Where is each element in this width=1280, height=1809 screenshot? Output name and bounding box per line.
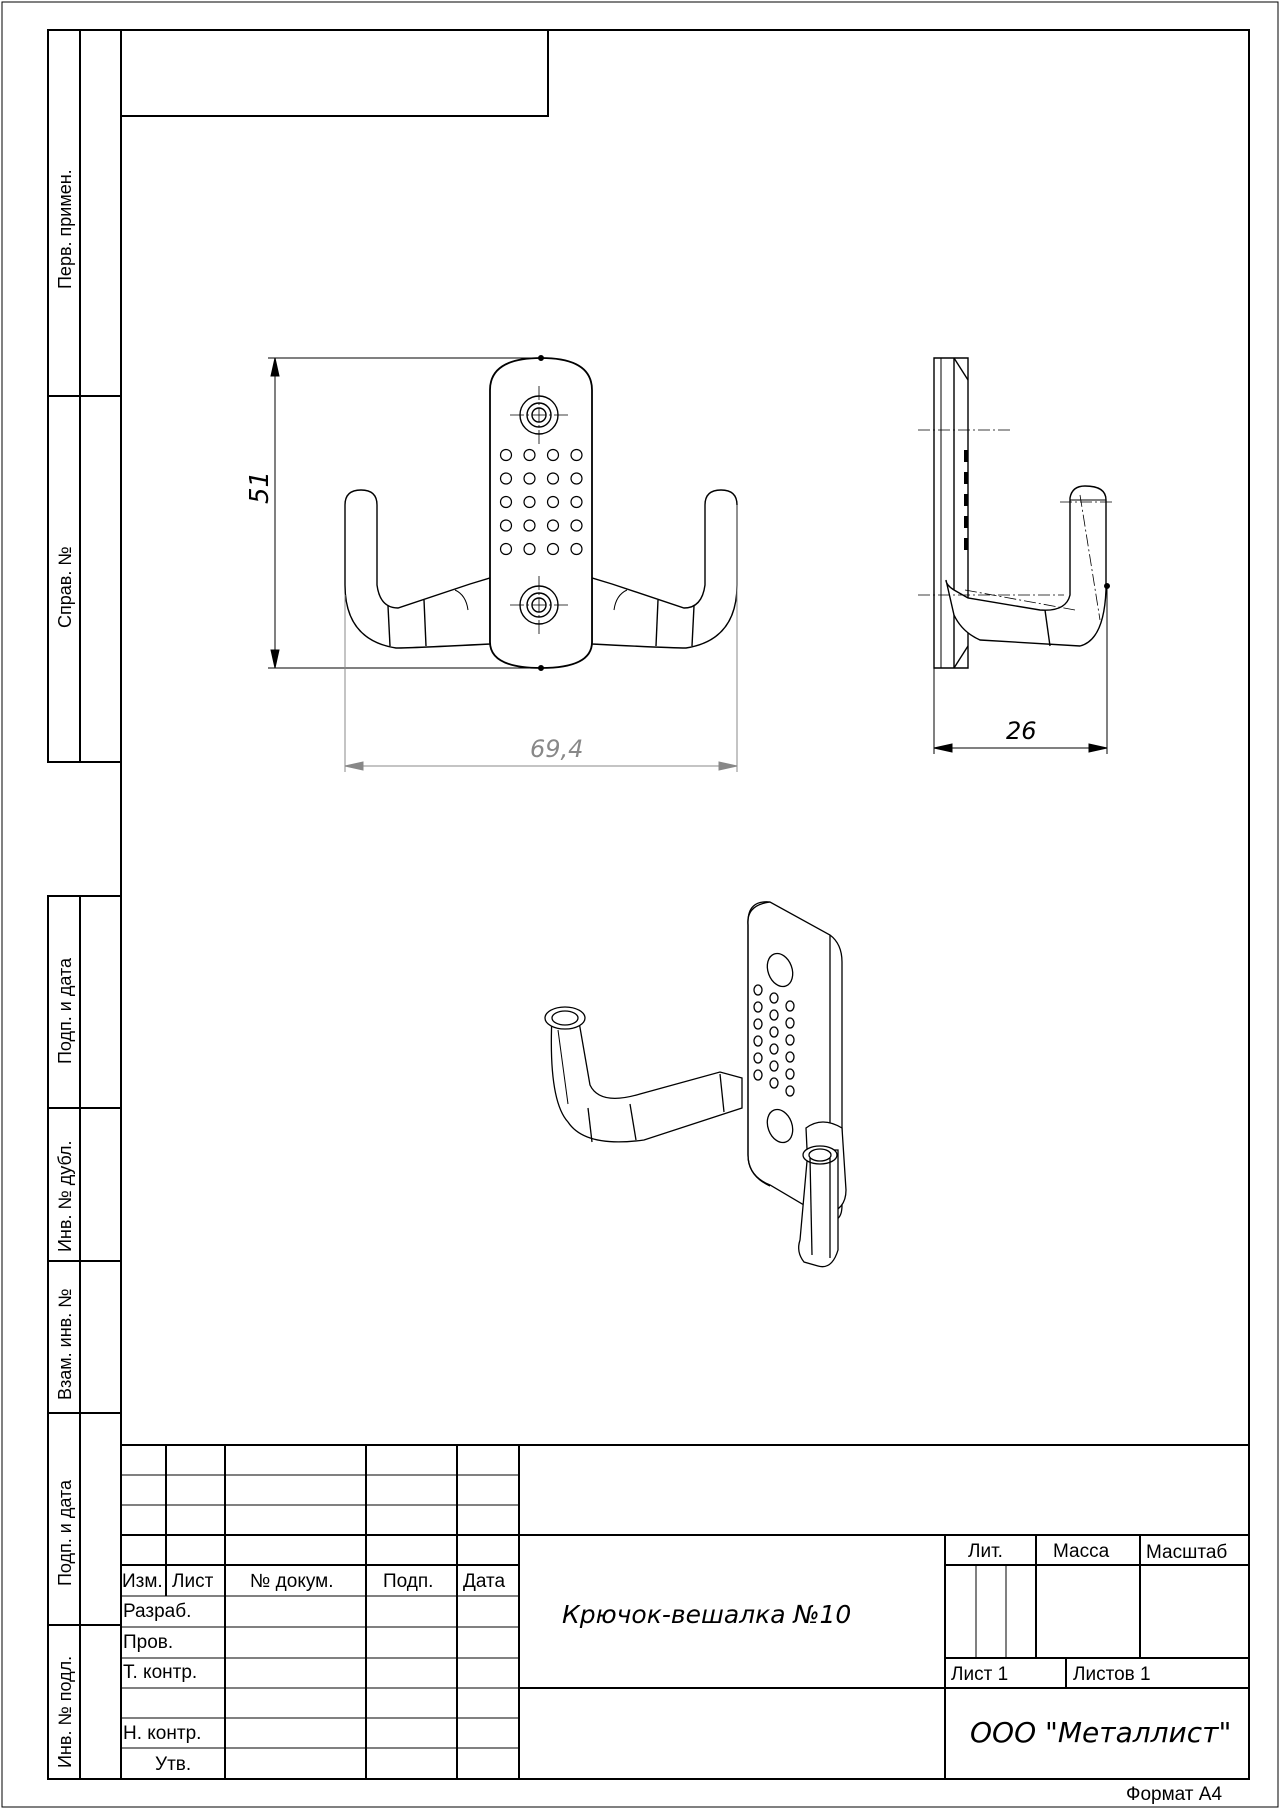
header-no-dokum: № докум. xyxy=(250,1571,333,1592)
side-hidden-holes xyxy=(964,450,968,550)
iso-plate-hole xyxy=(785,1085,795,1097)
plate-hole xyxy=(546,472,560,485)
iso-plate-hole xyxy=(753,1069,763,1081)
side-centerlines xyxy=(918,429,1115,621)
header-list: Лист xyxy=(172,1571,214,1592)
label-sheet: Лист 1 xyxy=(951,1664,1008,1685)
plate-hole xyxy=(546,448,560,462)
iso-plate-hole xyxy=(753,984,763,996)
part-designation: Крючок-вешалка №10 xyxy=(562,1600,851,1629)
header-izm: Изм. xyxy=(122,1571,163,1592)
stamp-vzam-inv-no: Взам. инв. № xyxy=(55,1288,75,1400)
plate-hole xyxy=(499,472,513,485)
plate-hole xyxy=(523,519,536,532)
title-block xyxy=(121,1444,1249,1779)
stamp-inv-no-dubl: Инв. № дубл. xyxy=(55,1141,75,1252)
plate-hole xyxy=(546,495,560,509)
side-view xyxy=(933,357,1107,669)
iso-plate-hole xyxy=(769,1077,779,1089)
plate-hole xyxy=(570,495,583,509)
iso-plate-hole xyxy=(753,1001,763,1013)
plate-hole xyxy=(570,542,583,556)
label-massa: Масса xyxy=(1053,1541,1110,1562)
iso-plate-hole xyxy=(769,992,779,1004)
plate-hole xyxy=(523,448,536,462)
role-utv: Утв. xyxy=(155,1754,191,1775)
left-stamp xyxy=(47,29,122,1780)
sheet-format: Формат А4 xyxy=(1126,1784,1222,1805)
stamp-podp-data-2: Подп. и дата xyxy=(55,1479,75,1586)
label-masshtab: Масштаб xyxy=(1146,1542,1227,1563)
stamp-perv-primen: Перв. примен. xyxy=(55,169,75,289)
top-designation-box xyxy=(121,30,549,117)
dimension-height xyxy=(268,355,544,671)
iso-plate-hole xyxy=(753,1018,763,1030)
organization-name: ООО "Металлист" xyxy=(970,1716,1231,1749)
iso-plate-hole xyxy=(769,1026,779,1038)
dimension-width-label: 69,4 xyxy=(530,735,583,763)
front-centerlines xyxy=(510,386,568,634)
dimension-height-label: 51 xyxy=(245,471,275,504)
stamp-podp-data-1: Подп. и дата xyxy=(55,957,75,1064)
iso-plate-hole xyxy=(785,1034,795,1046)
plate-hole xyxy=(499,519,513,532)
label-lit: Лит. xyxy=(968,1541,1003,1562)
label-sheets: Листов 1 xyxy=(1073,1664,1151,1685)
stamp-sprav-no: Справ. № xyxy=(55,546,75,628)
iso-plate-hole xyxy=(769,1043,779,1055)
role-prov: Пров. xyxy=(123,1632,173,1653)
iso-plate-hole xyxy=(785,1017,795,1029)
drawing-frame xyxy=(120,29,1250,1780)
plate-hole xyxy=(499,495,513,509)
iso-plate-hole xyxy=(769,1009,779,1021)
role-t-kontr: Т. контр. xyxy=(123,1662,197,1683)
dimension-depth xyxy=(933,583,1110,754)
header-data: Дата xyxy=(463,1571,506,1592)
isometric-view xyxy=(544,901,847,1268)
iso-plate-hole xyxy=(753,1052,763,1064)
plate-hole xyxy=(546,519,560,532)
iso-plate-hole xyxy=(785,1051,795,1063)
iso-plate-hole xyxy=(785,1068,795,1080)
iso-plate-hole xyxy=(785,1000,795,1012)
header-podp: Подп. xyxy=(383,1571,433,1592)
plate-hole xyxy=(499,542,513,556)
front-view xyxy=(344,357,738,669)
plate-hole xyxy=(523,542,536,556)
iso-plate-hole xyxy=(753,1035,763,1047)
plate-hole xyxy=(546,542,560,556)
stamp-inv-no-podl: Инв. № подл. xyxy=(55,1656,75,1768)
plate-hole xyxy=(523,472,536,485)
iso-plate-hole xyxy=(769,1060,779,1072)
role-n-kontr: Н. контр. xyxy=(123,1723,201,1744)
plate-hole xyxy=(570,519,583,532)
dimension-depth-label: 26 xyxy=(1006,717,1037,745)
role-razrab: Разраб. xyxy=(123,1601,191,1622)
plate-hole xyxy=(570,448,583,462)
plate-hole xyxy=(499,448,513,462)
dimension-width xyxy=(344,505,738,772)
plate-hole xyxy=(523,495,536,509)
plate-hole xyxy=(570,472,583,485)
